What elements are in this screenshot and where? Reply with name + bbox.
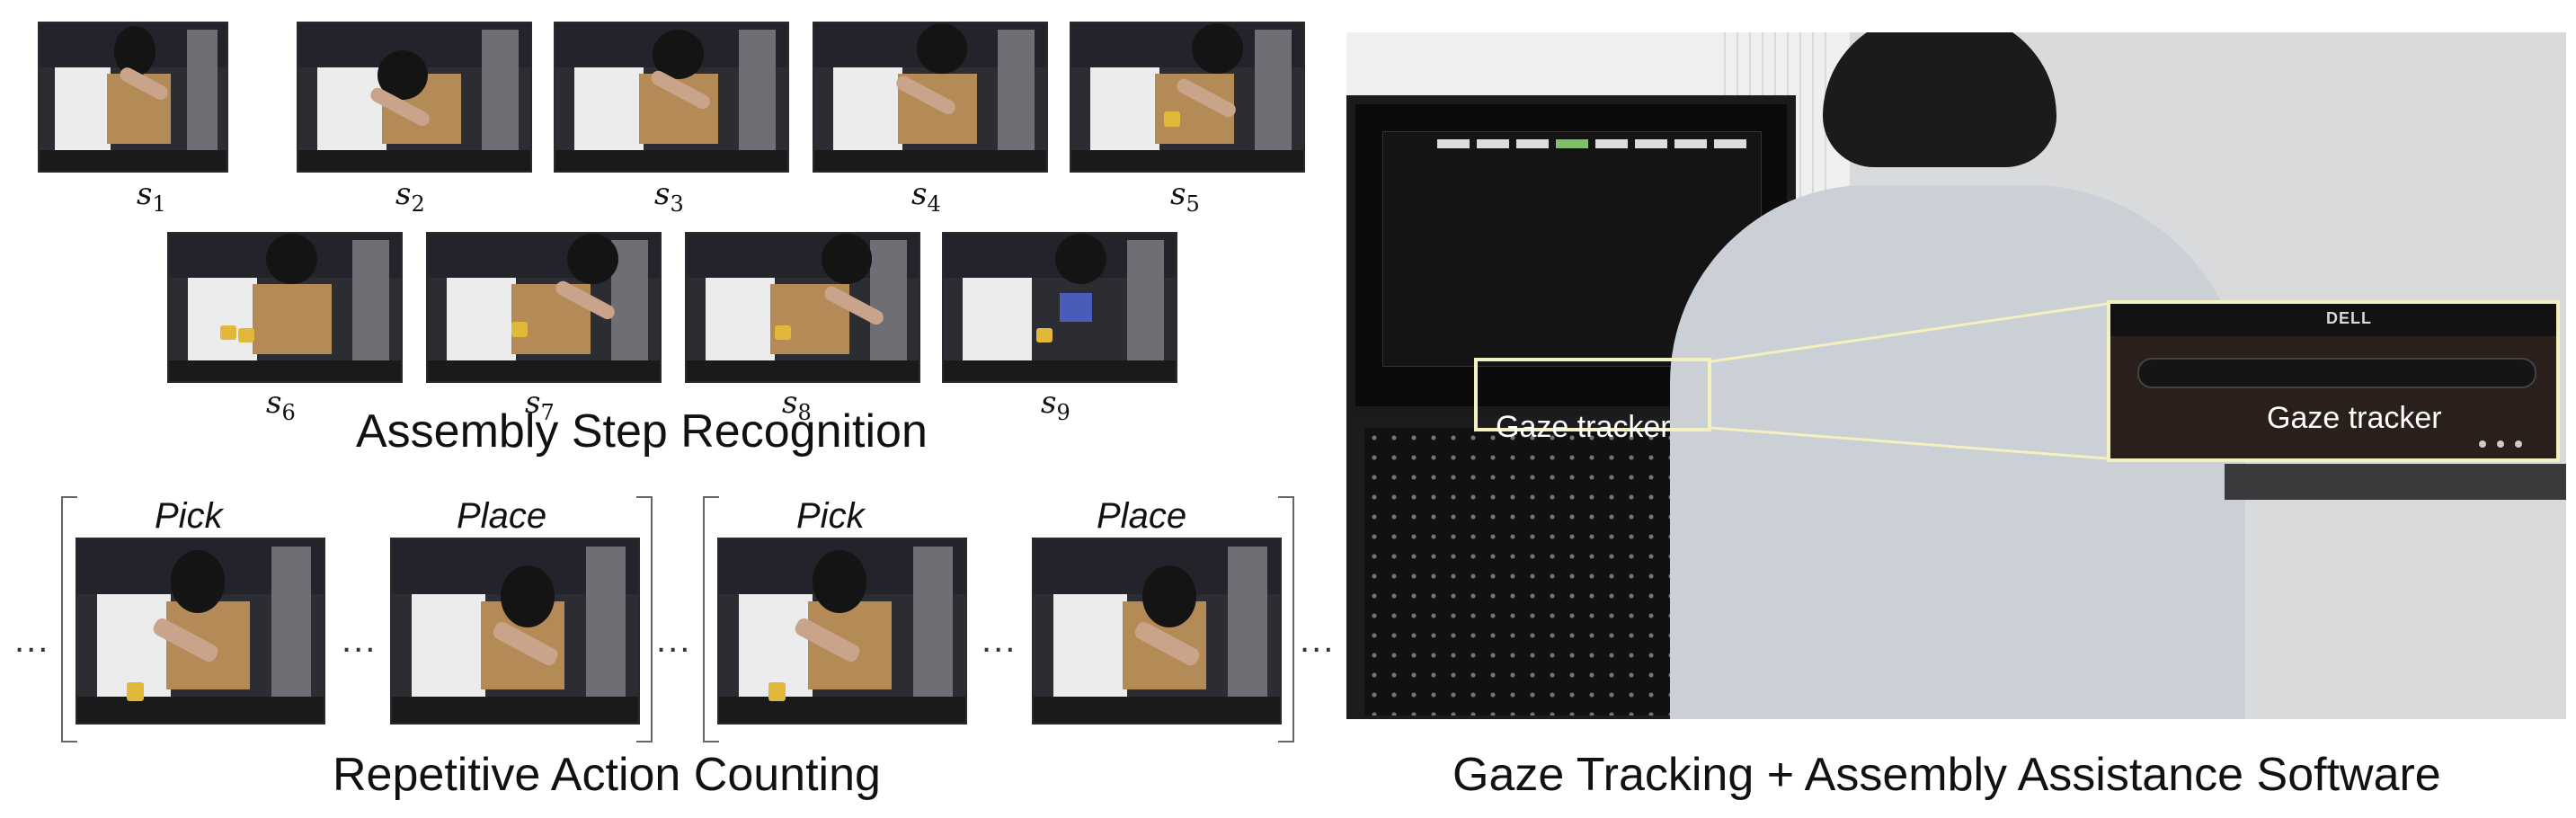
frame-label-place-1: Place [457, 496, 547, 536]
group-bracket-left-1 [61, 496, 77, 742]
step-label-s1: s1 [137, 176, 166, 217]
step-label-s7: s7 [525, 385, 555, 425]
gaze-tracker-highlight-box [1474, 358, 1711, 431]
step-image-s9 [942, 232, 1177, 383]
gaze-tracker-label: Gaze tracker [1496, 410, 1671, 444]
step-image-s8 [685, 232, 920, 383]
repetitive-action-counting-title: Repetitive Action Counting [333, 749, 881, 801]
gaze-tracker-device [2137, 358, 2536, 388]
action-frame-place-2 [1032, 538, 1282, 725]
ellipsis-2: ... [342, 620, 378, 660]
group-bracket-right-1 [636, 496, 653, 742]
group-bracket-right-2 [1278, 496, 1294, 742]
step-image-s1 [38, 22, 228, 173]
ellipsis-1: ... [14, 620, 50, 660]
step-image-s2 [297, 22, 532, 173]
step-image-s4 [813, 22, 1048, 173]
monitor-brand-logo: DELL [2326, 309, 2372, 327]
ellipsis-3: ... [656, 620, 692, 660]
step-label-s3: s3 [654, 176, 684, 217]
action-frame-place-1 [390, 538, 640, 725]
step-label-s8: s8 [782, 385, 812, 425]
frame-label-place-2: Place [1097, 496, 1187, 536]
frame-label-pick-1: Pick [155, 496, 223, 536]
ellipsis-5: ... [1300, 620, 1336, 660]
assembly-step-recognition-title: Assembly Step Recognition [356, 405, 928, 458]
zoom-gaze-tracker-label: Gaze tracker [2267, 401, 2442, 435]
ellipsis-4: ... [982, 620, 1017, 660]
zoom-connector-lines [1710, 302, 2108, 460]
action-frame-pick-2 [717, 538, 967, 725]
step-label-s6: s6 [266, 385, 296, 425]
step-image-s6 [167, 232, 403, 383]
step-image-s3 [554, 22, 789, 173]
step-image-s7 [426, 232, 662, 383]
action-frame-pick-1 [76, 538, 325, 725]
step-label-s4: s4 [911, 176, 941, 217]
gaze-tracker-zoom-inset: DELL Gaze tracker [2107, 300, 2560, 462]
gaze-tracking-photo: Gaze tracker DELL Gaze tracker [1346, 32, 2566, 719]
step-label-s2: s2 [395, 176, 425, 217]
step-image-s5 [1070, 22, 1305, 173]
step-label-s9: s9 [1041, 385, 1070, 425]
step-label-s5: s5 [1170, 176, 1200, 217]
group-bracket-left-2 [703, 496, 719, 742]
frame-label-pick-2: Pick [796, 496, 865, 536]
gaze-tracking-title: Gaze Tracking + Assembly Assistance Soft… [1452, 749, 2441, 801]
